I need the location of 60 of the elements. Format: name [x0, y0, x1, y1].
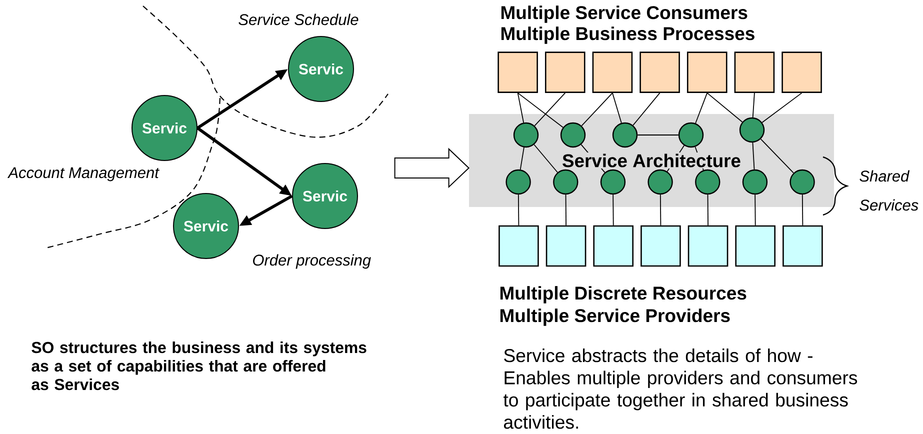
- resource-box: [688, 225, 728, 267]
- connector-line: [632, 92, 660, 126]
- connector-line: [612, 92, 622, 124]
- region-label: Account Management: [7, 167, 160, 182]
- connector-line: [754, 194, 756, 226]
- process-box: [686, 52, 728, 93]
- connector-line: [580, 144, 606, 173]
- process-box: [734, 52, 775, 93]
- resource-box: [498, 225, 539, 267]
- description-text: Service abstracts the details of how - Enables multiple providers and consumers to participate together in shared business activities.: [504, 348, 858, 429]
- service-node: [506, 169, 531, 195]
- description-text: SO structures the business and its systems as a set of capabilities that are offered as Services: [32, 341, 366, 390]
- service-node: [648, 169, 673, 195]
- connector-line: [706, 92, 743, 122]
- service-node: [612, 122, 638, 148]
- connector-line: [534, 92, 566, 126]
- service-node: [742, 169, 768, 195]
- service-node: [678, 122, 704, 148]
- connector-line: [707, 194, 708, 226]
- service-node: [553, 169, 578, 195]
- heading: Multiple Service Consumers: [501, 6, 748, 23]
- service-node: [600, 169, 626, 195]
- connector-line: [660, 194, 662, 226]
- connector-line: [565, 194, 566, 226]
- heading: Multiple Discrete Resources: [500, 286, 746, 304]
- connector-line: [752, 142, 755, 170]
- process-box: [592, 52, 633, 93]
- connector-line: [517, 92, 524, 124]
- heading: Multiple Business Processes: [501, 26, 754, 44]
- connector-line: [581, 92, 613, 126]
- service-node: [560, 122, 586, 148]
- resource-box: [640, 225, 681, 267]
- connector-line: [762, 92, 802, 123]
- connector-line: [695, 92, 708, 124]
- connector-line: [534, 144, 558, 173]
- connector-line: [752, 92, 755, 118]
- connector-line: [520, 146, 524, 170]
- process-box: [498, 52, 538, 93]
- resource-box: [546, 225, 586, 267]
- connector-line: [760, 138, 794, 174]
- connector-line: [612, 194, 614, 226]
- connector-line: [666, 145, 685, 172]
- service-node: [739, 117, 765, 143]
- service-node: [695, 169, 720, 195]
- resource-box: [593, 225, 634, 267]
- service-node: [513, 122, 539, 148]
- connector-line: [517, 92, 564, 128]
- process-box: [640, 52, 680, 93]
- process-box: [544, 52, 586, 93]
- service-node: [790, 169, 815, 195]
- connector-line: [694, 146, 704, 171]
- connector-line: [518, 194, 520, 226]
- connector-line: [637, 134, 679, 136]
- connector-line: [802, 194, 804, 226]
- process-box: [782, 52, 822, 93]
- heading: Multiple Service Providers: [500, 308, 730, 326]
- brace-label: Shared Services: [860, 170, 918, 211]
- region-label: Order processing: [253, 254, 371, 269]
- resource-box: [782, 225, 823, 267]
- resource-box: [735, 225, 776, 267]
